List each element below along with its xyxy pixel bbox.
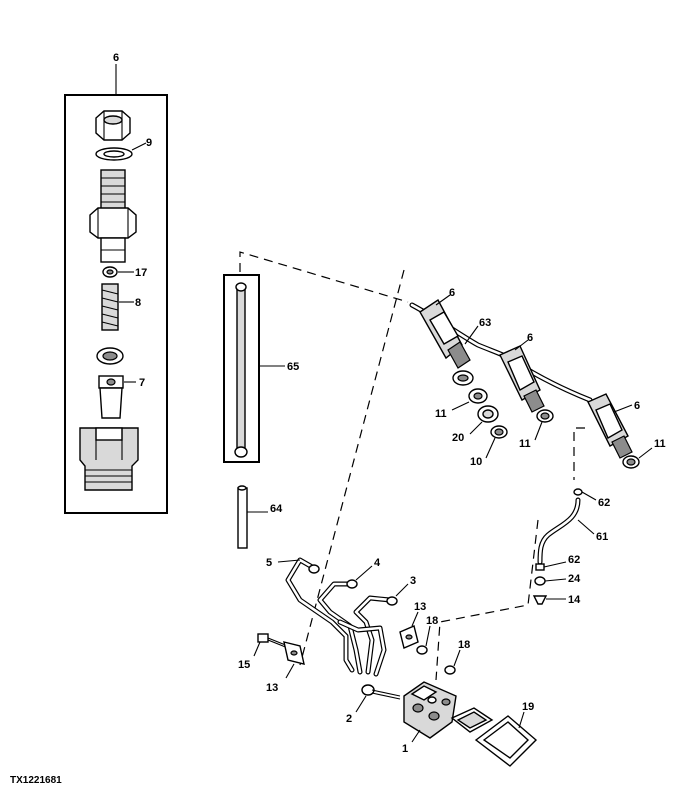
callout-3: 3 [410,575,416,587]
callout-63: 63 [479,317,491,329]
injector-nozzle-middle: 6 [499,332,545,413]
rod-assembly: 65 [223,274,299,463]
callout-20: 20 [452,432,464,444]
callout-64: 64 [270,503,283,515]
screw-and-clamp-lower: 15 13 [238,633,305,694]
injection-lines: 5 4 3 [266,557,416,677]
callout-62b: 62 [568,554,580,566]
rod [236,284,246,456]
pipe-64: 64 [237,485,283,549]
callout-2: 2 [346,713,352,725]
callout-18a: 18 [426,615,438,627]
injection-pump: 1 [402,681,457,755]
inset-callout-17: 17 [135,267,147,279]
return-hose: 62 61 62 24 14 [532,488,610,606]
washer-20: 20 [452,405,499,444]
callout-1: 1 [402,743,408,755]
small-ring: 17 [102,266,147,279]
spacer [96,347,124,365]
callout-13a: 13 [414,601,426,613]
gasket-cover: 19 [450,701,538,767]
callout-nozzle-6b: 6 [527,332,533,344]
rod-frame [223,274,260,463]
inset-callout-8: 8 [135,297,141,309]
callout-18b: 18 [458,639,470,651]
inset-callout-9: 9 [146,137,152,149]
callout-24: 24 [568,573,581,585]
callout-13b: 13 [266,682,278,694]
inset-callout-6: 6 [113,52,119,64]
seal-11b: 11 [519,409,554,450]
callout-11c: 11 [654,438,666,450]
seal-11c: 11 [622,438,666,469]
seal-10: 10 [470,425,508,468]
callout-4: 4 [374,557,381,569]
callout-61: 61 [596,531,608,543]
nozzle-inset: 6 9 [64,52,168,514]
spring: 8 [101,283,141,331]
callout-65: 65 [287,361,299,373]
callout-10: 10 [470,456,482,468]
callout-5: 5 [266,557,272,569]
hex-nut [95,110,131,141]
injector-nozzle-left: 6 [419,287,471,369]
dashed-connectors [239,251,585,681]
callout-nozzle-6c: 6 [634,400,640,412]
callout-15: 15 [238,659,250,671]
callout-11b: 11 [519,438,531,450]
callout-62a: 62 [598,497,610,509]
seal-11a: 11 [435,370,488,420]
callout-nozzle-6a: 6 [449,287,455,299]
clamp-13-upper: 13 18 [399,601,438,655]
callout-14: 14 [568,594,581,606]
washer: 9 [95,137,152,161]
retaining-nut [79,427,139,491]
callout-19: 19 [522,701,534,713]
nut-18-lower: 18 [444,639,470,675]
injector-nozzle-right: 6 [587,393,640,459]
nozzle-holder [89,169,137,263]
nozzle-tip: 7 [98,375,145,419]
callout-11a: 11 [435,408,447,420]
figure-id: TX1221681 [10,775,62,786]
inset-callout-7: 7 [139,377,145,389]
bolt-2: 2 [346,684,401,725]
